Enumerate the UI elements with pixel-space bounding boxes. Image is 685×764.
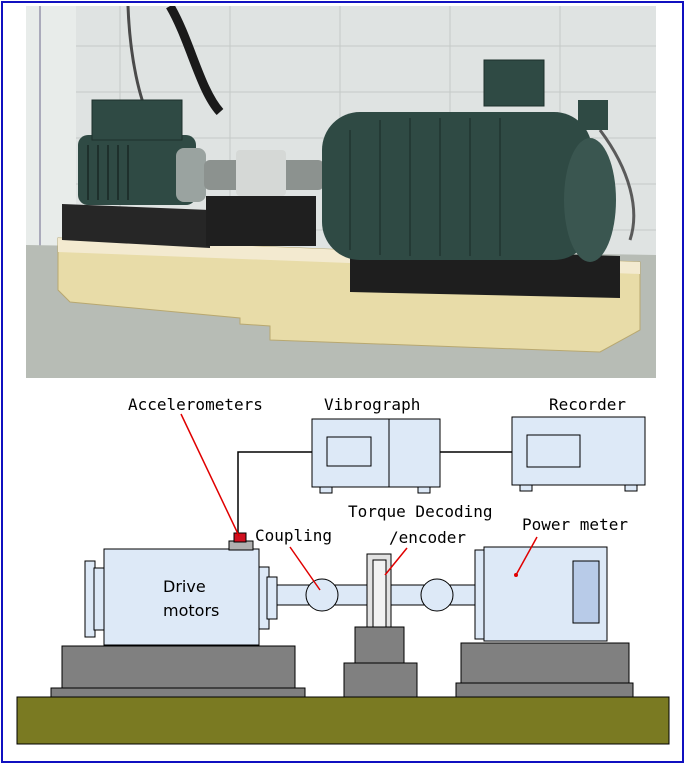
- drive-motor-body: [103, 548, 260, 646]
- drive-motor-shaft-end-inner: [266, 576, 278, 620]
- drive-motors-label-line1: Drive: [163, 577, 206, 596]
- drive-motor-base-plate: [50, 687, 306, 698]
- vibrograph-screen: [326, 436, 372, 467]
- recorder-foot-left: [519, 484, 533, 492]
- recorder-screen: [526, 434, 581, 468]
- torque-decoding-label: Torque Decoding: [348, 502, 493, 521]
- power-meter-pointer: [515, 536, 538, 576]
- recorder-foot-right: [624, 484, 638, 492]
- coupling-right: [420, 578, 454, 612]
- ground-plate: [16, 696, 670, 745]
- drive-motor-base: [61, 645, 296, 689]
- schematic-diagram: Accelerometers Vibrograph Recorder Torqu…: [16, 395, 670, 745]
- vibrograph-foot-right: [417, 486, 431, 494]
- coupling-pointer: [289, 546, 321, 591]
- vibrograph-foot-left: [319, 486, 333, 494]
- power-meter-flange: [474, 549, 485, 640]
- photo-load-motor: [322, 112, 592, 260]
- coupling-label: Coupling: [255, 526, 332, 545]
- power-meter-panel: [572, 560, 600, 624]
- recorder-label: Recorder: [549, 395, 626, 414]
- sensor-cable: [237, 451, 312, 533]
- encoder-label: /encoder: [389, 528, 466, 547]
- torque-sensor-base-upper: [354, 626, 405, 664]
- power-meter-base: [460, 642, 630, 684]
- accelerometer-sensor: [233, 532, 247, 543]
- torque-sensor-base-lower: [343, 662, 418, 698]
- coupling-left: [305, 578, 339, 612]
- drive-motors-label-line2: motors: [163, 601, 219, 620]
- torque-pointer: [384, 547, 408, 576]
- accelerometers-pointer: [180, 413, 240, 537]
- accelerometers-label: Accelerometers: [128, 395, 263, 414]
- power-meter-label: Power meter: [522, 515, 628, 534]
- vibrograph-label: Vibrograph: [324, 395, 420, 414]
- torque-sensor-inner: [372, 559, 387, 628]
- test-rig-photo: [26, 6, 656, 378]
- power-meter-base-plate: [455, 682, 634, 698]
- drive-motor-flange: [93, 567, 105, 631]
